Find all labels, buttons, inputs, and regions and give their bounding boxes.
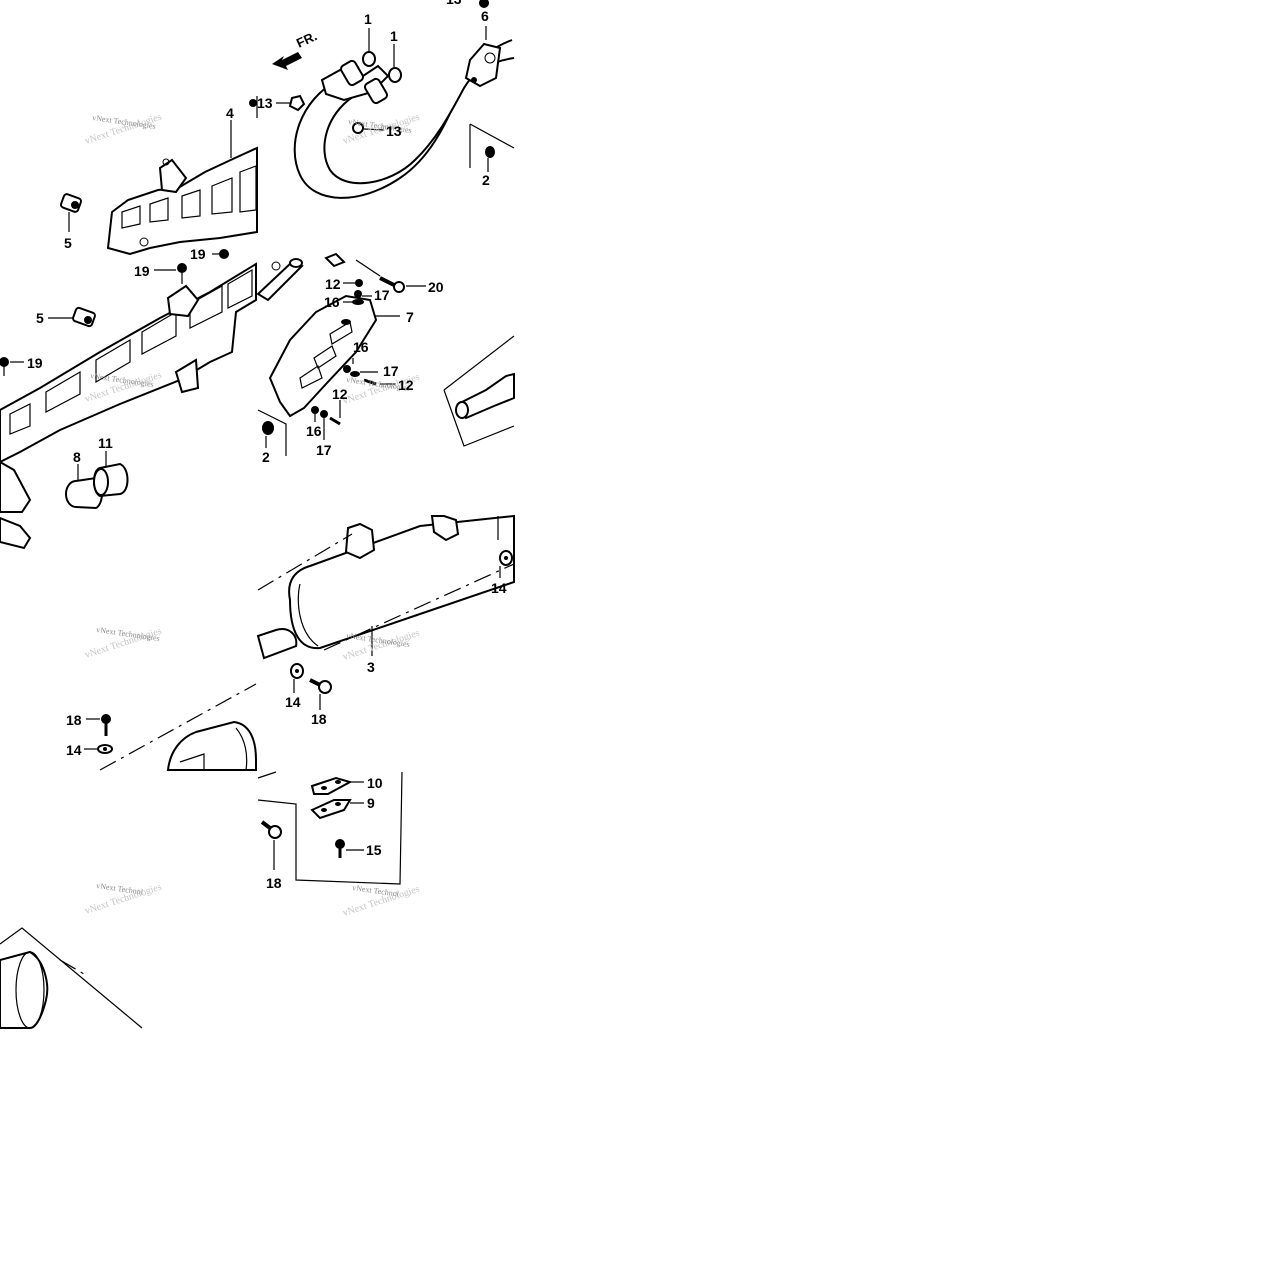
callout-18: 18 [266,875,282,891]
callout-8: 8 [73,449,81,465]
callout-14: 14 [491,580,507,596]
heat-shield-upper [106,146,258,256]
callout-20: 20 [428,279,444,295]
callout-10: 10 [367,775,383,791]
callout-labels: 1 1 6 13 4 13 13 2 5 19 19 5 19 12 17 16… [27,0,507,891]
callout-16: 16 [306,423,322,439]
bolt-18-mid [309,678,332,710]
muffler-body [256,514,515,660]
callout-5: 5 [64,235,72,251]
muffler-end-cap [0,927,143,1029]
callout-1: 1 [364,11,372,27]
callout-18: 18 [66,712,82,728]
callout-7: 7 [406,309,414,325]
fr-direction-arrow: FR. [272,28,319,70]
gasket-o-rings [362,28,402,83]
callout-17: 17 [383,363,399,379]
collar-nut-lower [48,306,96,328]
bolt-18-left [86,714,111,736]
washer-14-left [84,744,113,754]
callout-19: 19 [190,246,206,262]
collar-nut [59,193,83,232]
callout-2: 2 [482,172,490,188]
callout-9: 9 [367,795,375,811]
callout-5: 5 [36,310,44,326]
callout-16: 16 [324,294,340,310]
callout-16: 16 [353,339,369,355]
mount-bracket-7 [268,294,400,418]
heat-shield-lower [0,262,257,513]
tailpipe-inset [443,335,515,447]
bolt-19-top [219,249,229,259]
callout-15: 15 [366,842,382,858]
callout-13: 13 [386,123,402,139]
callout-17: 17 [374,287,390,303]
callout-14: 14 [66,742,82,758]
callout-18: 18 [311,711,327,727]
plate-10 [310,776,364,795]
callout-19: 19 [134,263,150,279]
callout-17: 17 [316,442,332,458]
bolt-12-top [343,279,372,305]
muffler-tail [99,683,257,771]
bolt-19-left [0,357,24,376]
bolt-12-mid [343,358,396,386]
rubber-mount [469,123,515,172]
callout-1: 1 [390,28,398,44]
inset-frame [257,771,403,885]
rubber-mount-2 [257,409,287,456]
callout-14: 14 [285,694,301,710]
callout-13: 13 [446,0,462,7]
washer-14-mid [290,663,304,693]
bolt-20 [355,259,426,293]
washer-14-right [499,550,513,578]
callout-3: 3 [367,659,375,675]
bolt-18-bottom [260,820,282,870]
callout-2: 2 [262,449,270,465]
callout-4: 4 [226,105,234,121]
callout-12: 12 [398,377,414,393]
muffler-inlet-tube [256,252,346,302]
nut-13 [276,94,385,134]
callout-6: 6 [481,8,489,24]
callout-11: 11 [98,435,113,451]
callout-12: 12 [332,386,348,402]
callout-19: 19 [27,355,43,371]
bolt-15 [335,839,364,858]
callout-12: 12 [325,276,341,292]
svg-text:FR.: FR. [294,28,319,50]
pipe-flange [320,59,390,105]
bolt-12-low [311,400,341,440]
plate-9 [310,799,364,820]
callout-13: 13 [257,95,273,111]
collar-11 [93,451,129,498]
bolt-19-mid [154,263,187,284]
